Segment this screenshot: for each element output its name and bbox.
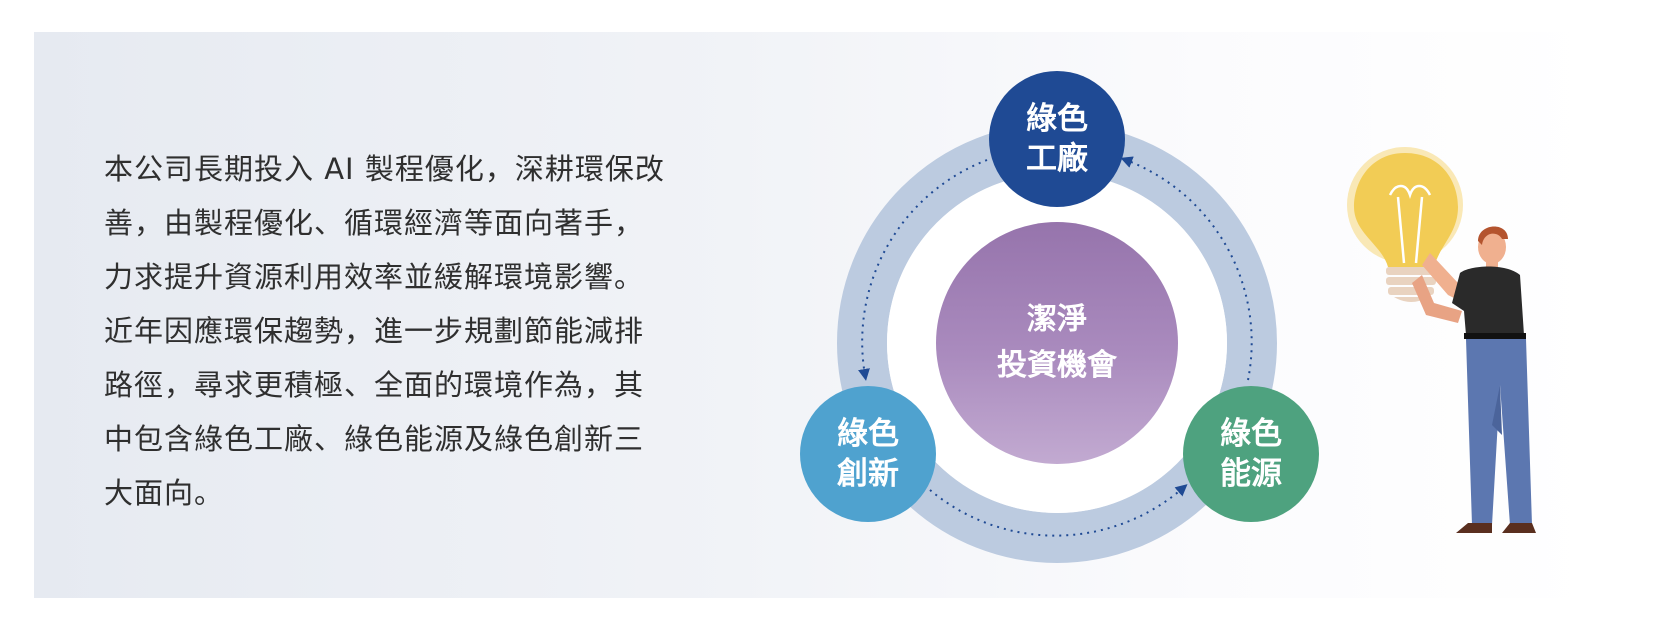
node-label: 綠色 — [1026, 101, 1088, 137]
node-green-energy: 綠色 能源 — [1183, 386, 1319, 522]
node-label: 潔淨 — [1027, 302, 1087, 337]
intro-line: 本公司長期投入 AI 製程優化，深耕環保改 — [104, 152, 665, 186]
node-label: 綠色 — [1220, 416, 1282, 452]
node-clean-investment: 潔淨 投資機會 — [936, 222, 1178, 464]
node-label: 投資機會 — [997, 348, 1117, 383]
intro-line: 善，由製程優化、循環經濟等面向著手， — [104, 206, 645, 240]
arrow-factory-to-innovation — [858, 159, 988, 381]
node-label: 創新 — [837, 456, 899, 492]
content-panel: 本公司長期投入 AI 製程優化，深耕環保改 善，由製程優化、循環經濟等面向著手，… — [34, 32, 1594, 598]
intro-line: 近年因應環保趨勢，進一步規劃節能減排 — [104, 314, 645, 348]
intro-line: 路徑，尋求更積極、全面的環境作為，其 — [104, 368, 645, 402]
intro-line: 大面向。 — [104, 476, 225, 510]
node-green-factory: 綠色 工廠 — [989, 71, 1125, 207]
node-label: 能源 — [1220, 456, 1282, 492]
node-label: 綠色 — [837, 416, 899, 452]
intro-paragraph: 本公司長期投入 AI 製程優化，深耕環保改 善，由製程優化、循環經濟等面向著手，… — [104, 142, 724, 520]
person-holding-lightbulb-icon — [1347, 147, 1536, 533]
node-label: 工廠 — [1026, 141, 1088, 177]
intro-line: 中包含綠色工廠、綠色能源及綠色創新三 — [104, 422, 645, 456]
intro-line: 力求提升資源利用效率並緩解環境影響。 — [104, 260, 645, 294]
node-green-innovation: 綠色 創新 — [800, 386, 936, 522]
